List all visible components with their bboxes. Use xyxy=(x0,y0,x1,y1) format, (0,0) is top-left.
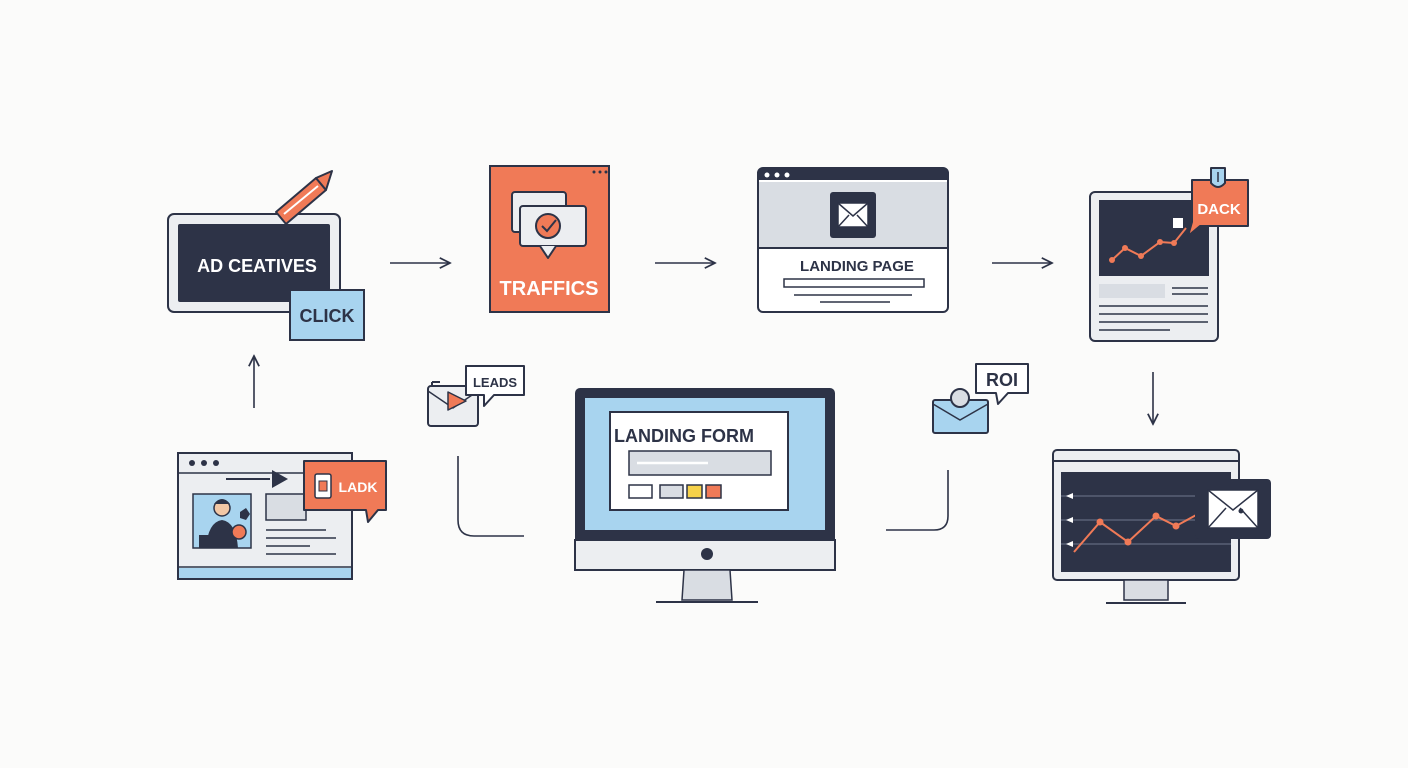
landing-form-label: LANDING FORM xyxy=(614,426,754,446)
dack-badge-label: DACK xyxy=(1197,201,1240,218)
pencil-icon xyxy=(275,170,333,225)
ladk-badge: LADK xyxy=(303,460,387,523)
ad-creatives-node: AD CEATIVES CLICK xyxy=(167,170,365,341)
ladk-badge-label: LADK xyxy=(339,479,378,495)
play-icon xyxy=(447,391,467,411)
form-swatch xyxy=(686,484,703,499)
pin-icon xyxy=(1210,167,1226,188)
click-badge: CLICK xyxy=(289,289,365,341)
form-swatch xyxy=(705,484,722,499)
line-chart-icon xyxy=(1073,512,1199,553)
landing-page-label: LANDING PAGE xyxy=(800,258,914,275)
analytics-node: DACK xyxy=(1089,167,1249,342)
dack-badge: DACK xyxy=(1187,179,1249,237)
dashboard-monitor-node xyxy=(1052,449,1271,604)
traffics-label: TRAFFICS xyxy=(500,278,599,300)
flow-connector xyxy=(886,470,949,531)
flow-connector xyxy=(457,456,524,537)
landing-form-monitor-node: LANDING FORM xyxy=(574,388,836,603)
roi-label: ROI xyxy=(986,370,1018,390)
landing-page-node: LANDING PAGE xyxy=(757,167,949,313)
envelope-icon xyxy=(830,192,876,238)
line-chart-icon xyxy=(1109,218,1187,263)
click-badge-label: CLICK xyxy=(300,306,355,326)
roi-node: ROI xyxy=(932,363,1029,434)
chat-check-icon xyxy=(511,191,587,259)
ad-creatives-label: AD CEATIVES xyxy=(197,256,317,276)
form-swatch xyxy=(628,484,653,499)
form-swatch xyxy=(659,484,684,499)
envelope-icon xyxy=(1195,479,1271,539)
leads-label: LEADS xyxy=(473,375,517,390)
play-icon xyxy=(226,470,288,488)
document-icon xyxy=(314,473,332,499)
person-icon xyxy=(192,493,252,549)
traffics-node: TRAFFICS xyxy=(489,165,610,313)
leads-node: LEADS xyxy=(427,365,525,427)
video-page-node: LADK xyxy=(177,452,387,580)
